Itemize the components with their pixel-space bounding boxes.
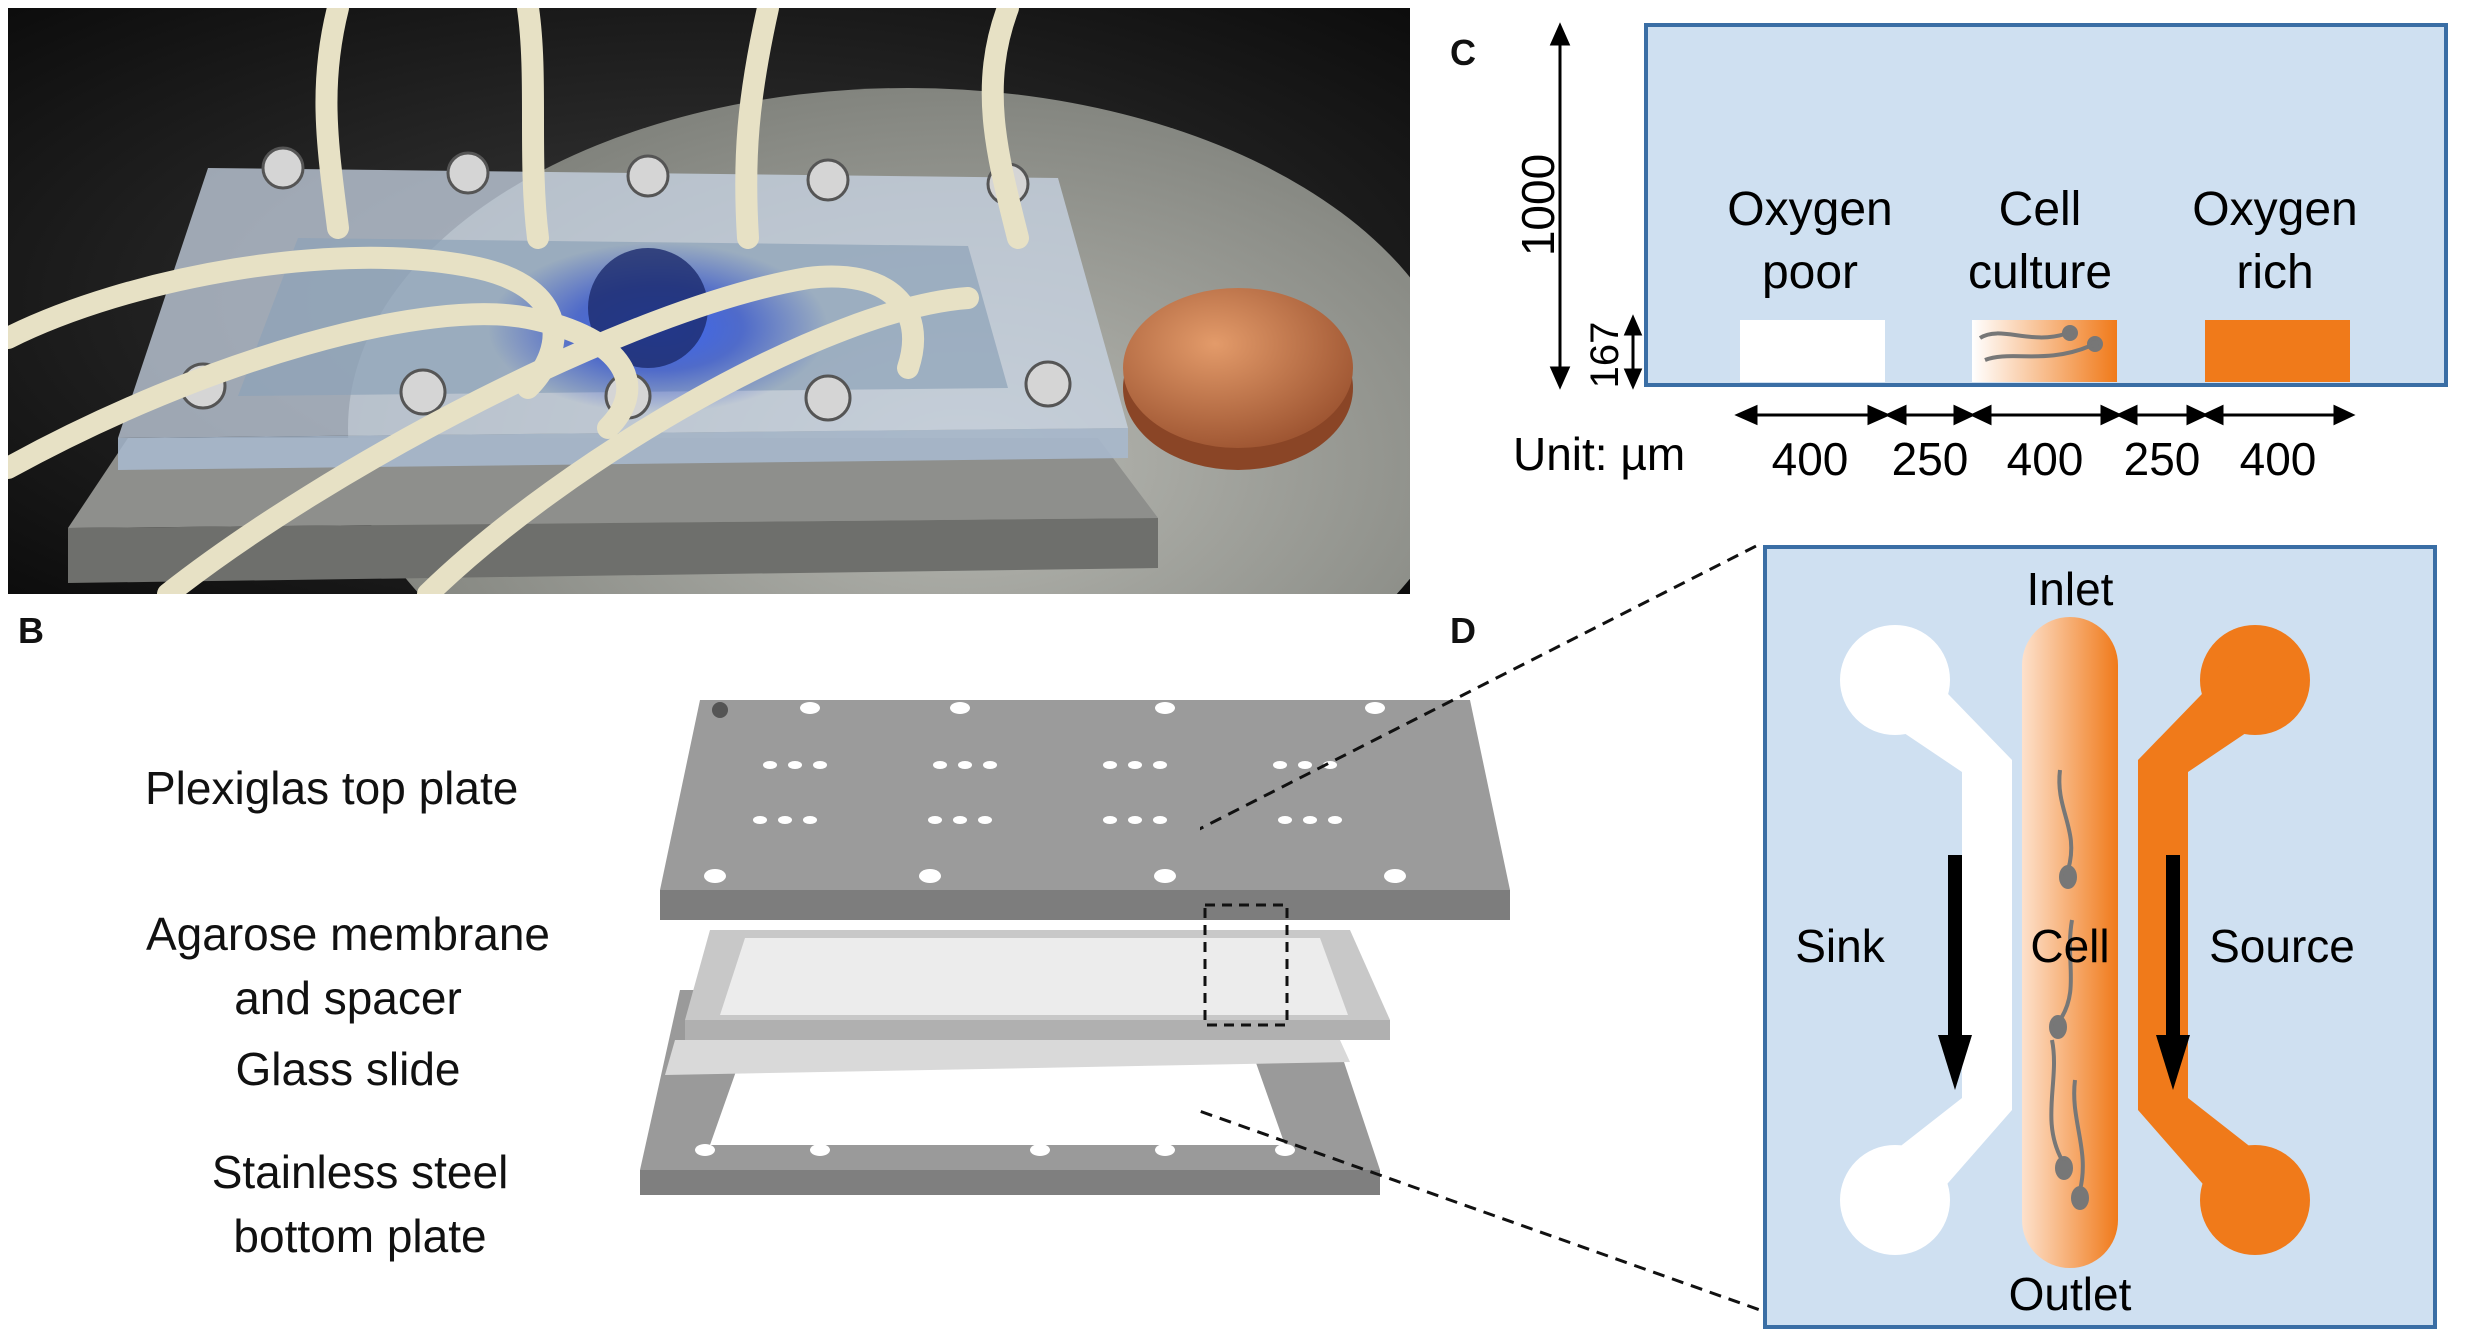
label-membrane: Agarose membrane and spacer (98, 902, 598, 1031)
channel-poor-line1: Oxygen (1727, 183, 1892, 236)
top-plate (660, 700, 1510, 920)
device-photo (8, 8, 1410, 594)
channel-cell-line1: Cell (1999, 183, 2082, 236)
top-view-diagram: Inlet Outlet Sink Cell Source (1200, 542, 2437, 1329)
flow-arrow-sink-icon (1938, 855, 1972, 1090)
sink-label: Sink (1795, 920, 1885, 972)
channel-oxygen-rich (2205, 320, 2350, 382)
panel-label-d: D (1450, 610, 1476, 651)
cells-top-view (2049, 769, 2089, 1210)
tubing (8, 8, 1029, 594)
cells-cross-section (1978, 325, 2103, 362)
unit-label: Unit: µm (1513, 428, 1685, 480)
width-label-3: 400 (2007, 433, 2084, 485)
channel-rich-line2: rich (2236, 246, 2313, 299)
height-total-label: 1000 (1512, 154, 1564, 256)
penny-coin (1123, 288, 1353, 448)
width-label-1: 400 (1772, 433, 1849, 485)
cross-section-diagram: 1000 167 Oxygen poor Cell culture Oxygen… (1512, 22, 2448, 485)
width-arrows (1734, 404, 2356, 426)
panel-label-b: B (18, 610, 44, 651)
flow-arrow-source-icon (2156, 855, 2190, 1090)
width-label-5: 400 (2240, 433, 2317, 485)
outlet-label: Outlet (2009, 1268, 2132, 1320)
zoom-lines (1200, 542, 1761, 1312)
width-label-4: 250 (2124, 433, 2201, 485)
inlet-label: Inlet (2027, 563, 2114, 615)
source-label: Source (2209, 920, 2355, 972)
channel-oxygen-poor (1740, 320, 1885, 382)
height-arrows (1549, 22, 1643, 390)
glass-slide (665, 1040, 1350, 1075)
label-membrane-line2: and spacer (234, 972, 462, 1025)
cell-channel (2022, 617, 2118, 1268)
sink-channel (1840, 625, 2012, 1255)
label-bottom-line1: Stainless steel (211, 1146, 509, 1198)
cell-label: Cell (2030, 920, 2109, 972)
exploded-view (640, 700, 1510, 1195)
label-bottom-line2: bottom plate (233, 1210, 487, 1263)
label-membrane-line1: Agarose membrane (146, 908, 550, 960)
width-label-2: 250 (1892, 433, 1969, 485)
label-glass-slide: Glass slide (235, 1043, 461, 1095)
panel-label-c: C (1450, 32, 1476, 73)
label-bottom-plate: Stainless steel bottom plate (110, 1140, 610, 1269)
channel-rich-line1: Oxygen (2192, 183, 2357, 236)
zoom-selection-box (1203, 903, 1289, 1027)
height-channel-label: 167 (1583, 322, 1627, 389)
channel-cell-line2: culture (1968, 246, 2112, 299)
label-top-plate: Plexiglas top plate (145, 762, 519, 814)
channel-poor-line2: poor (1762, 246, 1858, 299)
